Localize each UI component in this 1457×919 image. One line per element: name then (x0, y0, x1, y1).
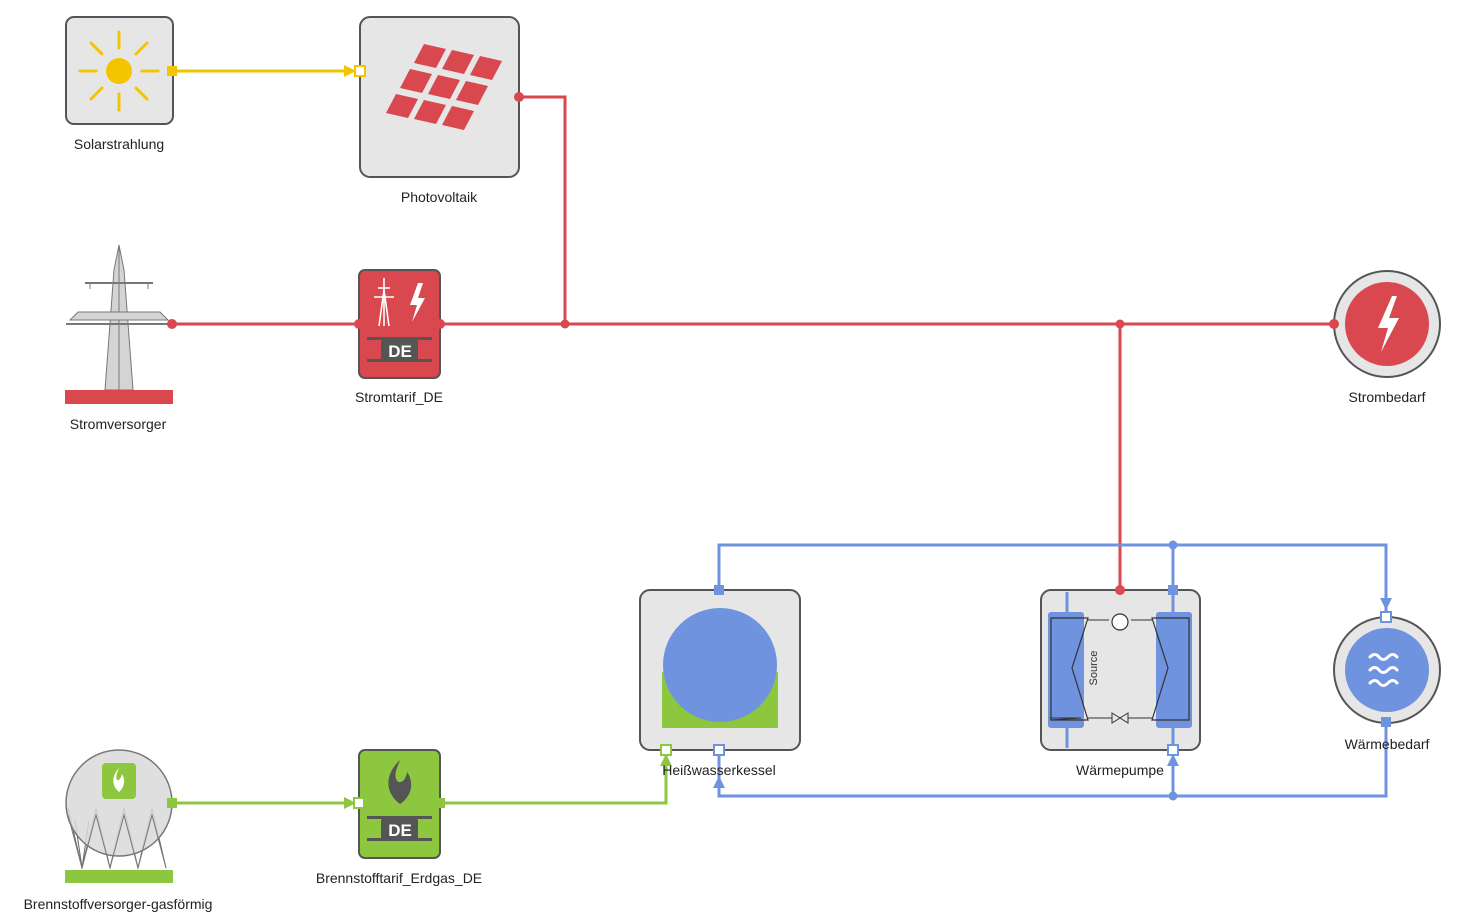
pv-input-port[interactable] (354, 65, 366, 77)
tariff-badge (381, 818, 418, 841)
boiler-heat-out-port[interactable] (714, 585, 724, 595)
heat-arrow-demand (1380, 598, 1392, 610)
heat-pump-source-label: Source (1088, 651, 1100, 686)
hot-water-boiler-node[interactable] (639, 585, 801, 756)
gas-supplier-node[interactable] (65, 749, 177, 883)
heat-demand-label: Wärmebedarf (1344, 736, 1430, 752)
gas-arrow-tariff (344, 797, 356, 809)
hot-water-boiler-label: Heißwasserkessel (662, 762, 776, 778)
heat-pump-node[interactable] (1040, 585, 1201, 756)
power-demand-node[interactable] (1329, 270, 1441, 378)
boiler-tank-icon (662, 608, 778, 728)
boiler-gas-in-port[interactable] (660, 744, 672, 756)
power-tariff-node[interactable] (354, 269, 445, 379)
fuel-tariff-label: Brennstofftarif_Erdgas_DE (315, 870, 483, 886)
pv-output-port[interactable] (514, 92, 524, 102)
lightning-icon (1378, 296, 1399, 352)
gas-tank-icon (65, 749, 173, 870)
heat-demand-input-port[interactable] (1380, 611, 1392, 623)
pylon-lightning-icon (374, 278, 425, 327)
power-supplier-label: Stromversorger (69, 416, 167, 432)
gas-connections[interactable] (172, 750, 668, 805)
gas-supplier-label: Brennstoffversorger-gasförmig (23, 896, 213, 912)
tariff-stripe (367, 337, 432, 340)
ground-bar (65, 390, 173, 404)
heatpump-heat-in-port[interactable] (1167, 744, 1179, 756)
solar-radiation-label: Solarstrahlung (73, 136, 165, 152)
heat-exchanger-icon (1048, 592, 1192, 748)
heat-pump-label: Wärmepumpe (1076, 762, 1164, 778)
heat-waves-icon (1368, 653, 1399, 687)
demand-input-port[interactable] (1329, 319, 1339, 329)
heat-arrow-heatpump (1167, 754, 1179, 766)
boiler-heat-in-port[interactable] (713, 744, 725, 756)
supplier-output-port[interactable] (167, 319, 177, 329)
sun-icon (78, 30, 160, 112)
flame-icon (388, 760, 412, 804)
gas-arrow-boiler (660, 754, 672, 766)
heat-demand-output-port[interactable] (1381, 717, 1391, 727)
solar-panel-icon (386, 44, 502, 130)
fuel-tariff-node[interactable] (353, 749, 445, 859)
heatpump-power-in-port[interactable] (1115, 585, 1125, 595)
heat-arrow-boiler (713, 776, 725, 788)
tariff-stripe (367, 816, 432, 819)
fuel-tariff-input-port[interactable] (353, 797, 365, 809)
junction-dot (1168, 540, 1178, 550)
tariff-badge (381, 339, 418, 362)
power-supplier-node[interactable] (65, 244, 177, 404)
heatpump-heat-out-port[interactable] (1168, 585, 1178, 595)
fuel-tariff-output-port[interactable] (435, 798, 445, 808)
tariff-output-port[interactable] (435, 319, 445, 329)
electric-connections[interactable] (172, 95, 1334, 590)
heat-demand-node[interactable] (1333, 611, 1441, 727)
fuel-tariff-badge-text: DE (388, 821, 412, 840)
gas-ground-bar (65, 870, 173, 883)
tariff-input-port[interactable] (354, 319, 364, 329)
junction-dot (1168, 791, 1178, 801)
solar-radiation-node[interactable] (65, 16, 177, 125)
junction-dot (560, 319, 570, 329)
photovoltaic-label: Photovoltaik (400, 189, 478, 205)
photovoltaic-node[interactable] (354, 16, 524, 178)
power-demand-label: Strombedarf (1348, 389, 1426, 405)
power-tariff-badge-text: DE (388, 342, 412, 361)
junction-dot (1115, 319, 1125, 329)
gas-output-port[interactable] (167, 798, 177, 808)
power-pylon-icon (66, 244, 172, 391)
solar-arrow (344, 65, 356, 77)
solar-output-port[interactable] (167, 66, 177, 76)
power-tariff-label: Stromtarif_DE (355, 389, 443, 405)
